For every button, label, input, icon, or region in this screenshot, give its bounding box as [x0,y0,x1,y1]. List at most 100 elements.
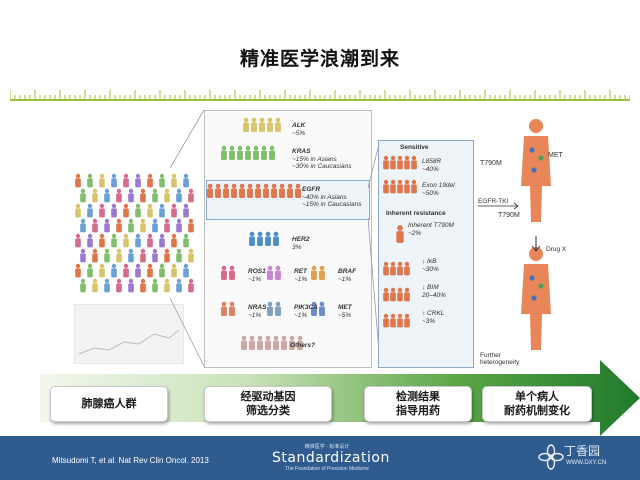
crowd-person-figure [80,188,86,203]
subtype-pik3ca-label: PIK3CA ~1% [294,304,318,319]
crowd-person-figure [164,278,170,293]
subtype-person-figure [273,335,279,350]
subtype-person-figure [251,117,257,132]
stage-adenocarcinoma-population: 肺腺癌人群 [50,386,168,422]
crowd-person-figure [183,233,189,248]
crowd-person-figure [159,203,165,218]
stage-guided-medication: 检测结果 指导用药 [364,386,472,422]
subtype-person-figure [245,145,251,160]
sensitivity-figures [383,155,417,328]
subtype-person-figure [279,183,285,198]
subtype-person-figure [221,265,227,280]
patient-after-drug-x [521,247,551,350]
egfr-patient-figure [411,155,417,170]
crowd-person-figure [164,248,170,263]
met-label: MET [548,152,563,159]
subtype-braf-label: BRAF ~1% [338,268,357,283]
subtype-ret-label: RET ~1% [294,268,308,283]
subtype-person-figure [297,335,303,350]
flower-logo-icon [538,444,564,470]
crowd-person-figure [123,263,129,278]
crowd-person-figure [183,203,189,218]
crowd-person-figure [99,203,105,218]
crowd-person-figure [152,188,158,203]
egfr-patient-figure [397,179,403,194]
subtype-person-figure [257,335,263,350]
egfr-patient-figure [404,179,410,194]
crowd-person-figure [147,203,153,218]
t790m-inherent-label: Inherent T790M ~2% [408,222,454,237]
subtype-person-figure [275,301,281,316]
egfr-patient-figure [390,313,396,328]
patient-before-drug-x [521,119,551,222]
crowd-person-figure [87,203,93,218]
subtype-person-figure [273,231,279,246]
tumor-clone-dot [538,155,544,161]
bim-label: ↓ BIM 20–40% [422,284,446,299]
crowd-person-figure [80,218,86,233]
crowd-person-figure [135,173,141,188]
crowd-person-figure [116,218,122,233]
subtype-person-figure [295,183,301,198]
crowd-person-figure [188,248,194,263]
crowd-person-figure [183,263,189,278]
subtype-person-figure [253,145,259,160]
drug-x-label: Drug X [546,246,567,253]
crowd-person-figure [152,248,158,263]
subtype-person-figure [311,301,317,316]
subtype-figures [207,117,325,350]
zoom-connector [170,109,205,367]
crowd-person-figure [116,188,122,203]
subtype-person-figure [255,183,261,198]
subtype-met-label: MET ~5% [338,304,352,319]
crowd-person-figure [188,278,194,293]
subtype-person-figure [271,183,277,198]
crowd-person-figure [171,263,177,278]
crowd-person-figure [135,263,141,278]
egfr-patient-figure [404,287,410,302]
crowd-person-figure [159,233,165,248]
crowd-person-figure [183,173,189,188]
crowd-person-figure [159,263,165,278]
egfr-patient-figure [397,155,403,170]
crowd-person-figure [188,218,194,233]
crowd-person-figure [152,278,158,293]
crowd-person-figure [140,188,146,203]
subtype-person-figure [223,183,229,198]
subtype-person-figure [275,117,281,132]
subtype-person-figure [287,183,293,198]
patient-population-illustration [75,173,194,293]
egfr-patient-figure [383,179,389,194]
crowd-person-figure [140,248,146,263]
t790m-top-label: T790M [480,160,502,167]
crowd-person-figure [92,188,98,203]
subtype-ros1-label: ROS1 ~1% [248,268,266,283]
egfr-tki-label: EGFR-TKI [478,198,509,205]
crowd-person-figure [99,233,105,248]
crowd-person-figure [176,278,182,293]
subtype-person-figure [319,301,325,316]
crowd-person-figure [135,203,141,218]
subtype-person-figure [281,335,287,350]
subtype-person-figure [267,301,273,316]
crowd-person-figure [147,263,153,278]
subtype-egfr-label: EGFR ~40% in Asians ~15% in Caucasians [302,186,362,208]
crowd-person-figure [92,248,98,263]
subtype-person-figure [249,335,255,350]
subtype-person-figure [265,231,271,246]
subtype-person-figure [249,231,255,246]
crowd-person-figure [75,233,81,248]
crowd-person-figure [80,248,86,263]
subtype-person-figure [229,265,235,280]
crowd-person-figure [140,278,146,293]
t790m-bottom-label: T790M [498,212,520,219]
tumor-clone-dot [531,295,537,301]
tumor-clone-dot [531,167,537,173]
ruler-divider [10,90,630,101]
subtype-person-figure [269,145,275,160]
crowd-person-figure [80,278,86,293]
crowd-person-figure [104,248,110,263]
crowd-person-figure [164,188,170,203]
crowd-person-figure [171,233,177,248]
right-arrow-icon [478,202,519,210]
